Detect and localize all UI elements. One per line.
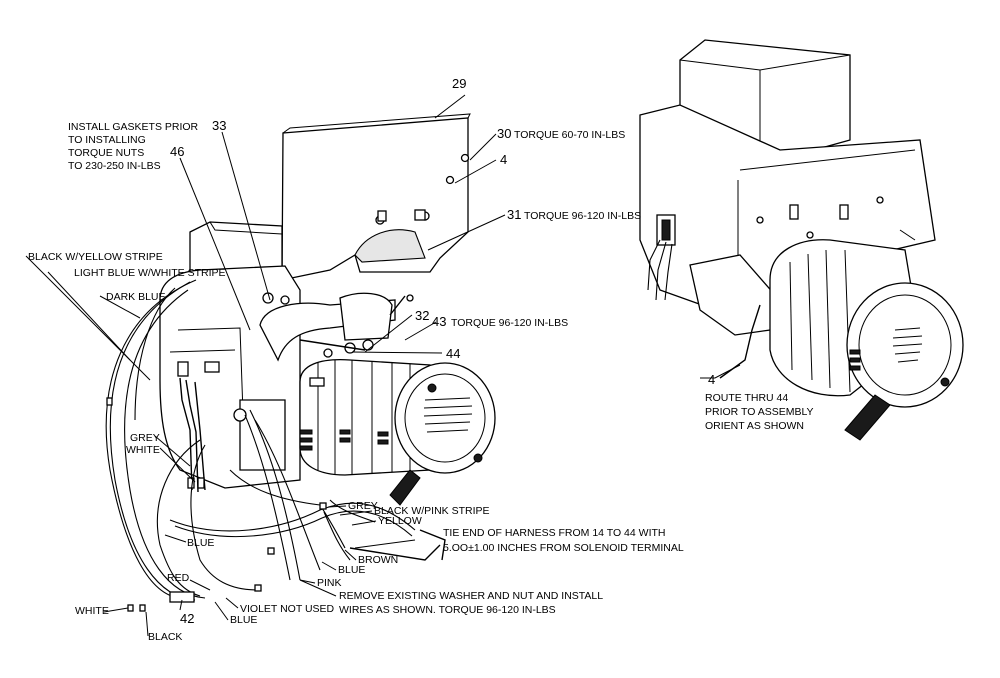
wire-black-pink: BLACK W/PINK STRIPE (374, 505, 490, 517)
mounting-plate-29 (281, 117, 469, 281)
main-assembly-drawing (105, 113, 496, 612)
tie-note: TIE END OF HARNESS FROM 14 TO 44 WITH 5.… (443, 527, 684, 554)
notes: INSTALL GASKETS PRIOR TO INSTALLING TORQ… (68, 121, 816, 616)
callout-43: 43 (432, 314, 446, 329)
washer-note: REMOVE EXISTING WASHER AND NUT AND INSTA… (339, 590, 606, 616)
wire-red: RED (167, 572, 190, 584)
callout-4-top: 4 (500, 152, 507, 167)
callout-32: 32 (415, 308, 429, 323)
leader-lines (25, 94, 741, 611)
wire-pink: PINK (317, 577, 342, 589)
wire-blue-mid: BLUE (187, 537, 214, 549)
callout-44: 44 (446, 346, 460, 361)
callout-30: 30 (497, 126, 511, 141)
wire-black-yellow: BLACK W/YELLOW STRIPE (28, 251, 163, 263)
gasket-note: INSTALL GASKETS PRIOR TO INSTALLING TORQ… (68, 121, 201, 172)
route-note: ROUTE THRU 44 PRIOR TO ASSEMBLY ORIENT A… (705, 392, 816, 432)
wire-dark-blue: DARK BLUE (106, 291, 166, 303)
electric-motor-44 (299, 359, 496, 506)
wire-black-bottom: BLACK (148, 631, 182, 643)
callout-42: 42 (180, 611, 194, 626)
callout-numbers: 29 30 TORQUE 60-70 IN-LBS 4 31 TORQUE 96… (170, 76, 715, 626)
wire-white-bottom: WHITE (75, 605, 109, 617)
wire-brown: BROWN (358, 554, 398, 566)
wire-blue-bottom: BLUE (230, 614, 257, 626)
callout-31-torque: TORQUE 96-120 IN-LBS (524, 210, 641, 222)
wire-blue-right: BLUE (338, 564, 365, 576)
right-motor (769, 229, 964, 441)
callout-31: 31 (507, 207, 521, 222)
right-assembly-view (639, 39, 964, 441)
wire-yellow: YELLOW (378, 515, 422, 527)
callout-4-right: 4 (708, 372, 715, 387)
wire-white-left: WHITE (126, 444, 160, 456)
callout-30-torque: TORQUE 60-70 IN-LBS (514, 129, 625, 141)
wire-violet: VIOLET NOT USED (240, 603, 335, 615)
wire-labels: BLACK W/YELLOW STRIPE LIGHT BLUE W/WHITE… (28, 251, 490, 643)
callout-43-torque: TORQUE 96-120 IN-LBS (451, 317, 568, 329)
wire-grey-right: GREY (348, 500, 378, 512)
callout-29: 29 (452, 76, 466, 91)
wire-grey-left: GREY (130, 432, 160, 444)
wire-light-blue-white: LIGHT BLUE W/WHITE STRIPE (74, 267, 226, 279)
wire-label-leaders (103, 505, 377, 637)
callout-33: 33 (212, 118, 226, 133)
callout-46: 46 (170, 144, 184, 159)
